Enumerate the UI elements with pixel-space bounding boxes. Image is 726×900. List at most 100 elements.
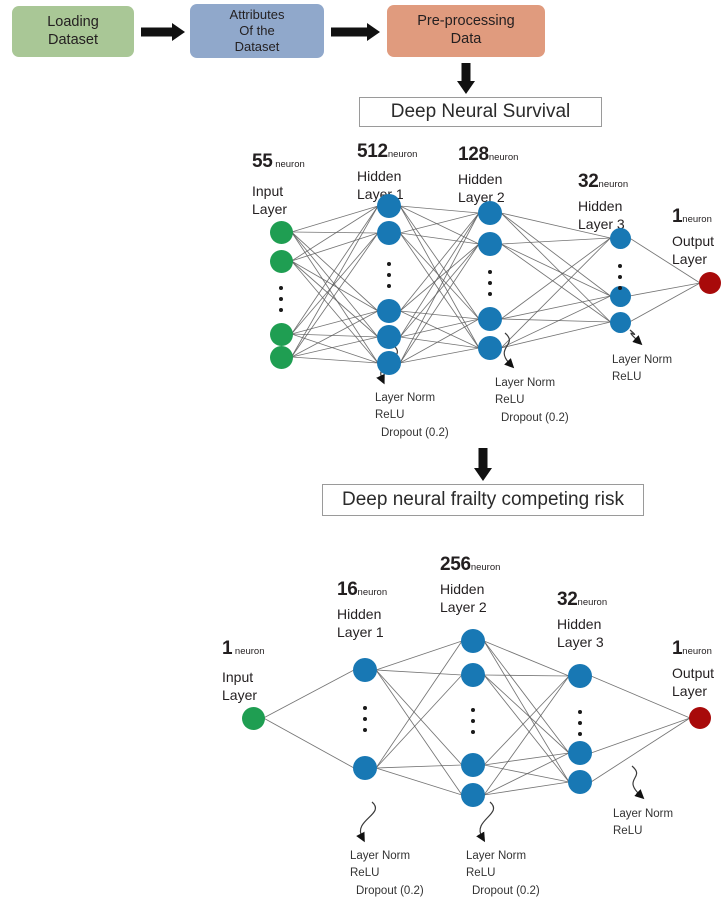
pipeline-box-line: Loading xyxy=(47,13,99,30)
layer-name-line: Hidden xyxy=(440,580,485,597)
net1-layer-1-neuron xyxy=(377,299,401,323)
layer-name-line: Layer xyxy=(252,200,288,217)
neuron-unit: neuron xyxy=(470,562,501,573)
layer-name-line: Hidden xyxy=(458,170,503,187)
net2-layer-2-ellipsis xyxy=(471,708,475,741)
annotation-line: Layer Norm xyxy=(375,392,436,404)
layer-name-line: Hidden xyxy=(357,167,402,184)
annotation-line: Dropout (0.2) xyxy=(501,411,569,424)
net2-layer-4-neuron xyxy=(689,707,711,729)
pipeline-box-line: Data xyxy=(450,31,482,47)
net2-layer-3-ellipsis xyxy=(578,710,582,743)
layer-name-line: Layer xyxy=(222,686,258,703)
net2-label-output-layer: 1neuron Output Layer xyxy=(672,637,714,700)
net2-layer-0-neuron xyxy=(241,706,265,730)
net1-annotation-hidden-layer-3: Layer Norm ReLU xyxy=(612,352,672,387)
neuron-count: 32 xyxy=(557,589,578,610)
neuron-unit: neuron xyxy=(488,152,519,163)
net1-layer-0-neuron xyxy=(269,249,293,273)
pipeline-box-loading-dataset: Loading Dataset xyxy=(12,6,134,57)
net1-annotation-hidden-layer-1: Layer Norm ReLU Dropout (0.2) xyxy=(375,390,449,442)
net2-layer-2-neuron xyxy=(461,753,485,777)
layer-name-line: Layer 3 xyxy=(557,633,604,650)
neuron-unit: neuron xyxy=(275,159,305,170)
layer-name-line: Layer xyxy=(672,250,708,267)
net1-label-hidden-layer-3: 32neuron Hidden Layer 3 xyxy=(578,170,628,233)
net2-label-hidden-layer-2: 256neuron Hidden Layer 2 xyxy=(440,553,500,616)
annotation-line: Layer Norm xyxy=(350,850,411,862)
annotation-line: Layer Norm xyxy=(613,808,674,820)
net2-layer-2-neuron xyxy=(461,629,485,653)
layer-name-line: Layer 2 xyxy=(440,598,487,615)
annotation-line: ReLU xyxy=(466,867,496,880)
net1-layer-1-neuron xyxy=(377,221,401,245)
layer-name-line: Hidden xyxy=(578,197,623,214)
net1-layer-2-neuron xyxy=(478,307,502,331)
net1-layer-2-neuron xyxy=(478,201,502,225)
neuron-count: 512 xyxy=(357,141,388,162)
net1-layer-1-ellipsis xyxy=(387,262,391,295)
pipeline-box-attributes-of-the-dataset: Attributes Of the Dataset xyxy=(190,4,324,58)
annotation-line: Dropout (0.2) xyxy=(472,884,540,897)
stage-box-deep-neural-survival: Deep Neural Survival xyxy=(359,97,602,127)
net1-layer-4-neuron xyxy=(699,272,721,294)
neuron-count: 32 xyxy=(578,171,599,192)
net1-layer-1-neuron xyxy=(377,194,401,218)
annotation-line: Dropout (0.2) xyxy=(356,884,424,897)
pipeline-box-line: Dataset xyxy=(48,31,98,48)
net1-layer-0-neuron xyxy=(269,220,293,244)
annotation-line: Layer Norm xyxy=(466,850,527,862)
net2-layer-1-ellipsis xyxy=(363,706,367,739)
net2-annotation-hidden-layer-2: Layer Norm ReLU Dropout (0.2) xyxy=(466,848,540,900)
pipeline-box-line: Attributes xyxy=(229,7,285,23)
net1-layer-3-neuron xyxy=(609,285,631,307)
annotation-line: Layer Norm xyxy=(612,354,673,366)
layer-name-line: Hidden xyxy=(557,615,602,632)
net1-layer-0-neuron xyxy=(269,322,293,346)
net2-layer-1-neuron xyxy=(353,658,377,682)
net2-label-input-layer: 1 neuron Input Layer xyxy=(222,637,265,704)
net1-annotation-hidden-layer-2: Layer Norm ReLU Dropout (0.2) xyxy=(495,375,569,427)
annotation-pointer xyxy=(503,332,515,369)
annotation-pointer xyxy=(476,801,495,843)
annotation-pointer xyxy=(631,765,645,800)
net1-layer-2-neuron xyxy=(478,336,502,360)
flow-arrow xyxy=(141,23,185,41)
layer-name-line: Layer 2 xyxy=(458,188,505,205)
stage-box-deep-neural-frailty-competing-risk: Deep neural frailty competing risk xyxy=(322,484,644,516)
net2-layer-2-neuron xyxy=(461,783,485,807)
net1-layer-1-neuron xyxy=(377,351,401,375)
annotation-line: ReLU xyxy=(495,394,525,407)
net1-label-hidden-layer-2: 128neuron Hidden Layer 2 xyxy=(458,143,518,206)
net1-layer-2-neuron xyxy=(478,232,502,256)
neuron-count: 128 xyxy=(458,144,489,165)
stage-title: Deep neural frailty competing risk xyxy=(342,489,624,510)
neuron-unit: neuron xyxy=(577,597,608,608)
layer-name-line: Layer 3 xyxy=(578,215,625,232)
annotation-line: ReLU xyxy=(612,371,642,384)
annotation-line: Dropout (0.2) xyxy=(381,426,449,439)
net2-annotation-hidden-layer-1: Layer Norm ReLU Dropout (0.2) xyxy=(350,848,424,900)
net1-layer-2-ellipsis xyxy=(488,270,492,303)
flow-arrow xyxy=(474,448,492,481)
pipeline-box-line: Pre-processing xyxy=(417,13,515,30)
neuron-count: 55 xyxy=(252,151,273,172)
annotation-line: Layer Norm xyxy=(495,377,556,389)
net2-annotation-hidden-layer-3: Layer Norm ReLU xyxy=(613,806,673,841)
annotation-pointer xyxy=(629,329,643,346)
net1-layer-0-ellipsis xyxy=(279,286,283,319)
neuron-unit: neuron xyxy=(357,587,388,598)
net1-layer-1-neuron xyxy=(377,325,401,349)
net2-layer-3-neuron xyxy=(568,741,592,765)
pipeline-box-pre-processing-data: Pre-processing Data xyxy=(387,5,545,57)
layer-name-line: Layer 1 xyxy=(337,623,384,640)
annotation-pointer xyxy=(356,801,376,843)
neuron-unit: neuron xyxy=(234,646,265,657)
pipeline-box-line: Of the xyxy=(239,23,275,39)
net2-label-hidden-layer-1: 16neuron Hidden Layer 1 xyxy=(337,578,387,641)
net2-layer-1-neuron xyxy=(353,756,377,780)
neuron-unit: neuron xyxy=(598,179,629,190)
neuron-unit: neuron xyxy=(682,646,712,657)
neuron-count: 1 xyxy=(222,638,233,659)
net1-label-output-layer: 1neuron Output Layer xyxy=(672,205,714,268)
